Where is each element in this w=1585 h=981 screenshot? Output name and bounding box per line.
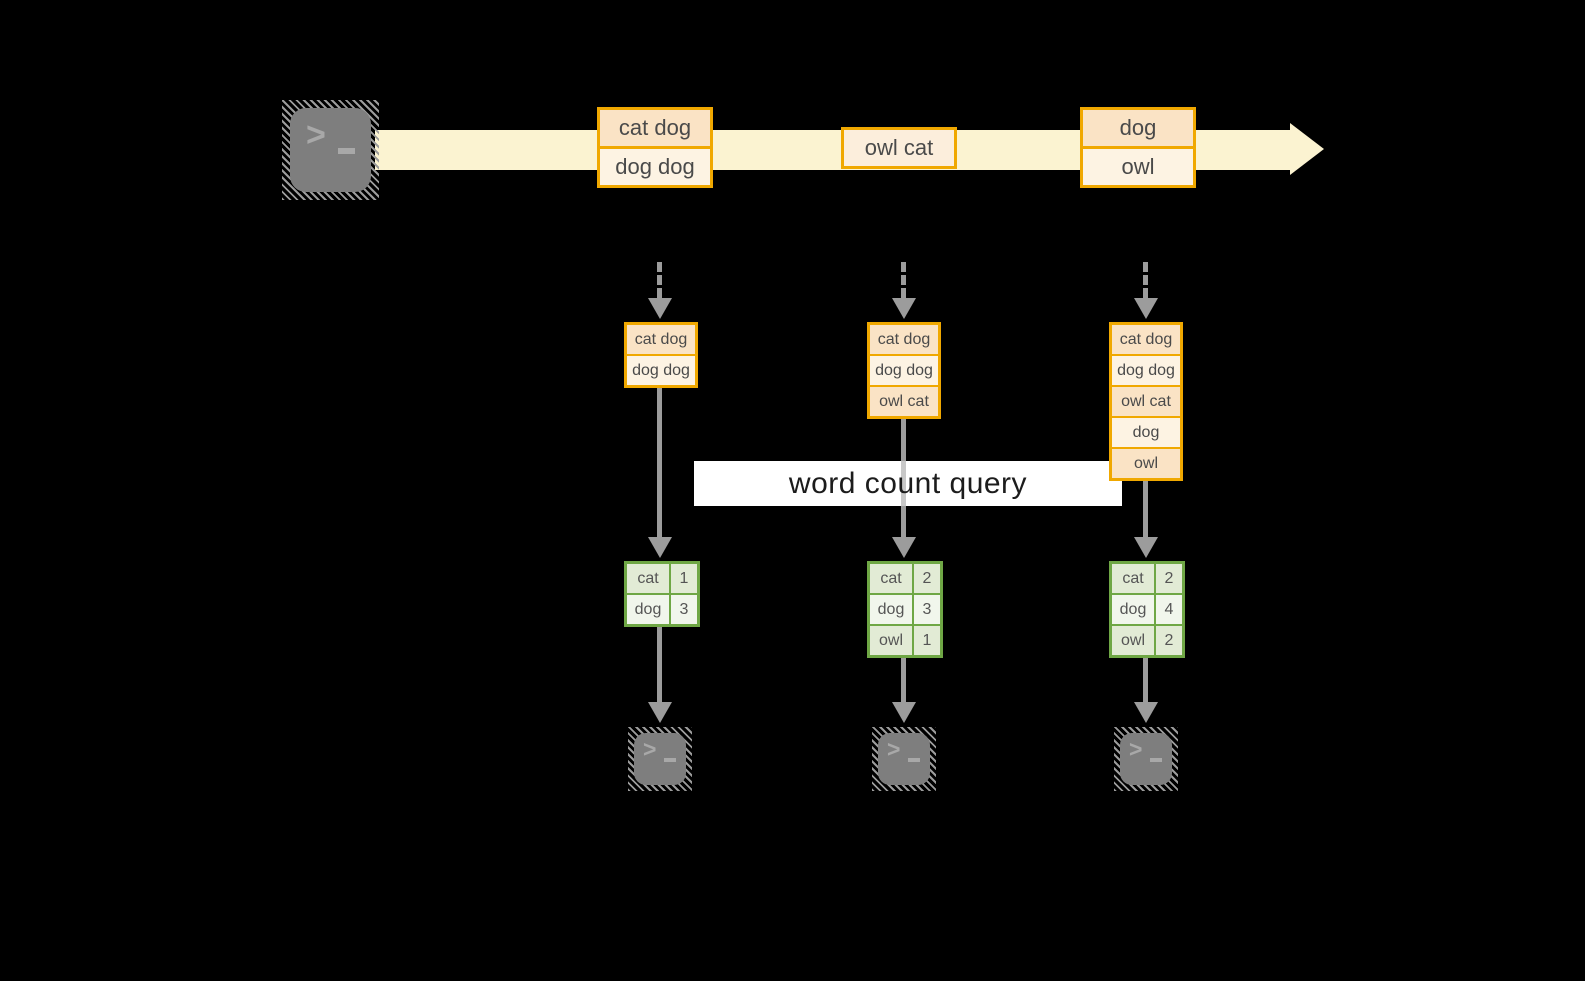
state-row: dog dog (870, 354, 938, 385)
word-cell: cat (627, 564, 669, 593)
arrow-line-through-box (901, 461, 906, 506)
count-cell: 1 (671, 564, 697, 593)
query-label-box: word count query (694, 461, 1122, 506)
prompt-chevron-icon: > (306, 116, 326, 154)
terminal-body: > (878, 733, 930, 785)
output-terminal-icon-2: > (872, 727, 936, 791)
arrow-line (1143, 658, 1148, 703)
dashed-arrow-head (648, 298, 672, 319)
query-label: word count query (788, 467, 1028, 500)
arrow-line (901, 658, 906, 703)
count-cell: 1 (914, 626, 940, 655)
arrow-head (892, 537, 916, 558)
state-row: owl (1112, 447, 1180, 478)
output-terminal-icon-1: > (628, 727, 692, 791)
word-cell: dog (870, 595, 912, 624)
terminal-body: > (634, 733, 686, 785)
word-cell: owl (1112, 626, 1154, 655)
terminal-body: > (290, 108, 371, 192)
arrow-head (1134, 702, 1158, 723)
event-row: owl cat (844, 130, 954, 166)
word-cell: dog (1112, 595, 1154, 624)
event-row: cat dog (600, 110, 710, 146)
dashed-arrow-head (892, 298, 916, 319)
arrow-head (1134, 537, 1158, 558)
state-row: owl cat (1112, 385, 1180, 416)
word-count-table-1: cat 1 dog 3 (624, 561, 700, 627)
word-cell: cat (1112, 564, 1154, 593)
prompt-chevron-icon: > (887, 736, 901, 762)
arrow-head (892, 702, 916, 723)
prompt-cursor-icon (1150, 758, 1162, 762)
state-row: cat dog (1112, 325, 1180, 354)
count-cell: 2 (1156, 564, 1182, 593)
word-cell: dog (627, 595, 669, 624)
prompt-chevron-icon: > (643, 736, 657, 762)
count-cell: 2 (914, 564, 940, 593)
state-buffer-3: cat dog dog dog owl cat dog owl (1109, 322, 1183, 481)
prompt-cursor-icon (664, 758, 676, 762)
event-row: dog (1083, 110, 1193, 146)
prompt-chevron-icon: > (1129, 736, 1143, 762)
terminal-body: > (1120, 733, 1172, 785)
arrow-head (648, 537, 672, 558)
count-cell: 3 (671, 595, 697, 624)
dashed-arrow-line (657, 262, 662, 298)
count-cell: 4 (1156, 595, 1182, 624)
state-row: dog dog (1112, 354, 1180, 385)
event-batch-3: dog owl (1080, 107, 1196, 188)
event-batch-2: owl cat (841, 127, 957, 169)
word-cell: owl (870, 626, 912, 655)
arrow-line (657, 627, 662, 703)
state-row: owl cat (870, 385, 938, 416)
word-count-table-3: cat 2 dog 4 owl 2 (1109, 561, 1185, 658)
arrow-line (657, 386, 662, 538)
state-buffer-2: cat dog dog dog owl cat (867, 322, 941, 419)
arrow-line (1143, 479, 1148, 538)
dashed-arrow-head (1134, 298, 1158, 319)
event-row: owl (1083, 146, 1193, 185)
state-buffer-1: cat dog dog dog (624, 322, 698, 388)
state-row: cat dog (870, 325, 938, 354)
prompt-cursor-icon (908, 758, 920, 762)
count-cell: 2 (1156, 626, 1182, 655)
output-terminal-icon-3: > (1114, 727, 1178, 791)
state-row: dog (1112, 416, 1180, 447)
word-count-table-2: cat 2 dog 3 owl 1 (867, 561, 943, 658)
dashed-arrow-line (1143, 262, 1148, 298)
count-cell: 3 (914, 595, 940, 624)
word-cell: cat (870, 564, 912, 593)
event-row: dog dog (600, 146, 710, 185)
prompt-cursor-icon (338, 148, 355, 154)
state-row: dog dog (627, 354, 695, 385)
source-terminal-icon: > (282, 100, 379, 200)
arrow-head (648, 702, 672, 723)
event-batch-1: cat dog dog dog (597, 107, 713, 188)
stream-timeline-arrowhead (1290, 123, 1324, 175)
dashed-arrow-line (901, 262, 906, 298)
state-row: cat dog (627, 325, 695, 354)
